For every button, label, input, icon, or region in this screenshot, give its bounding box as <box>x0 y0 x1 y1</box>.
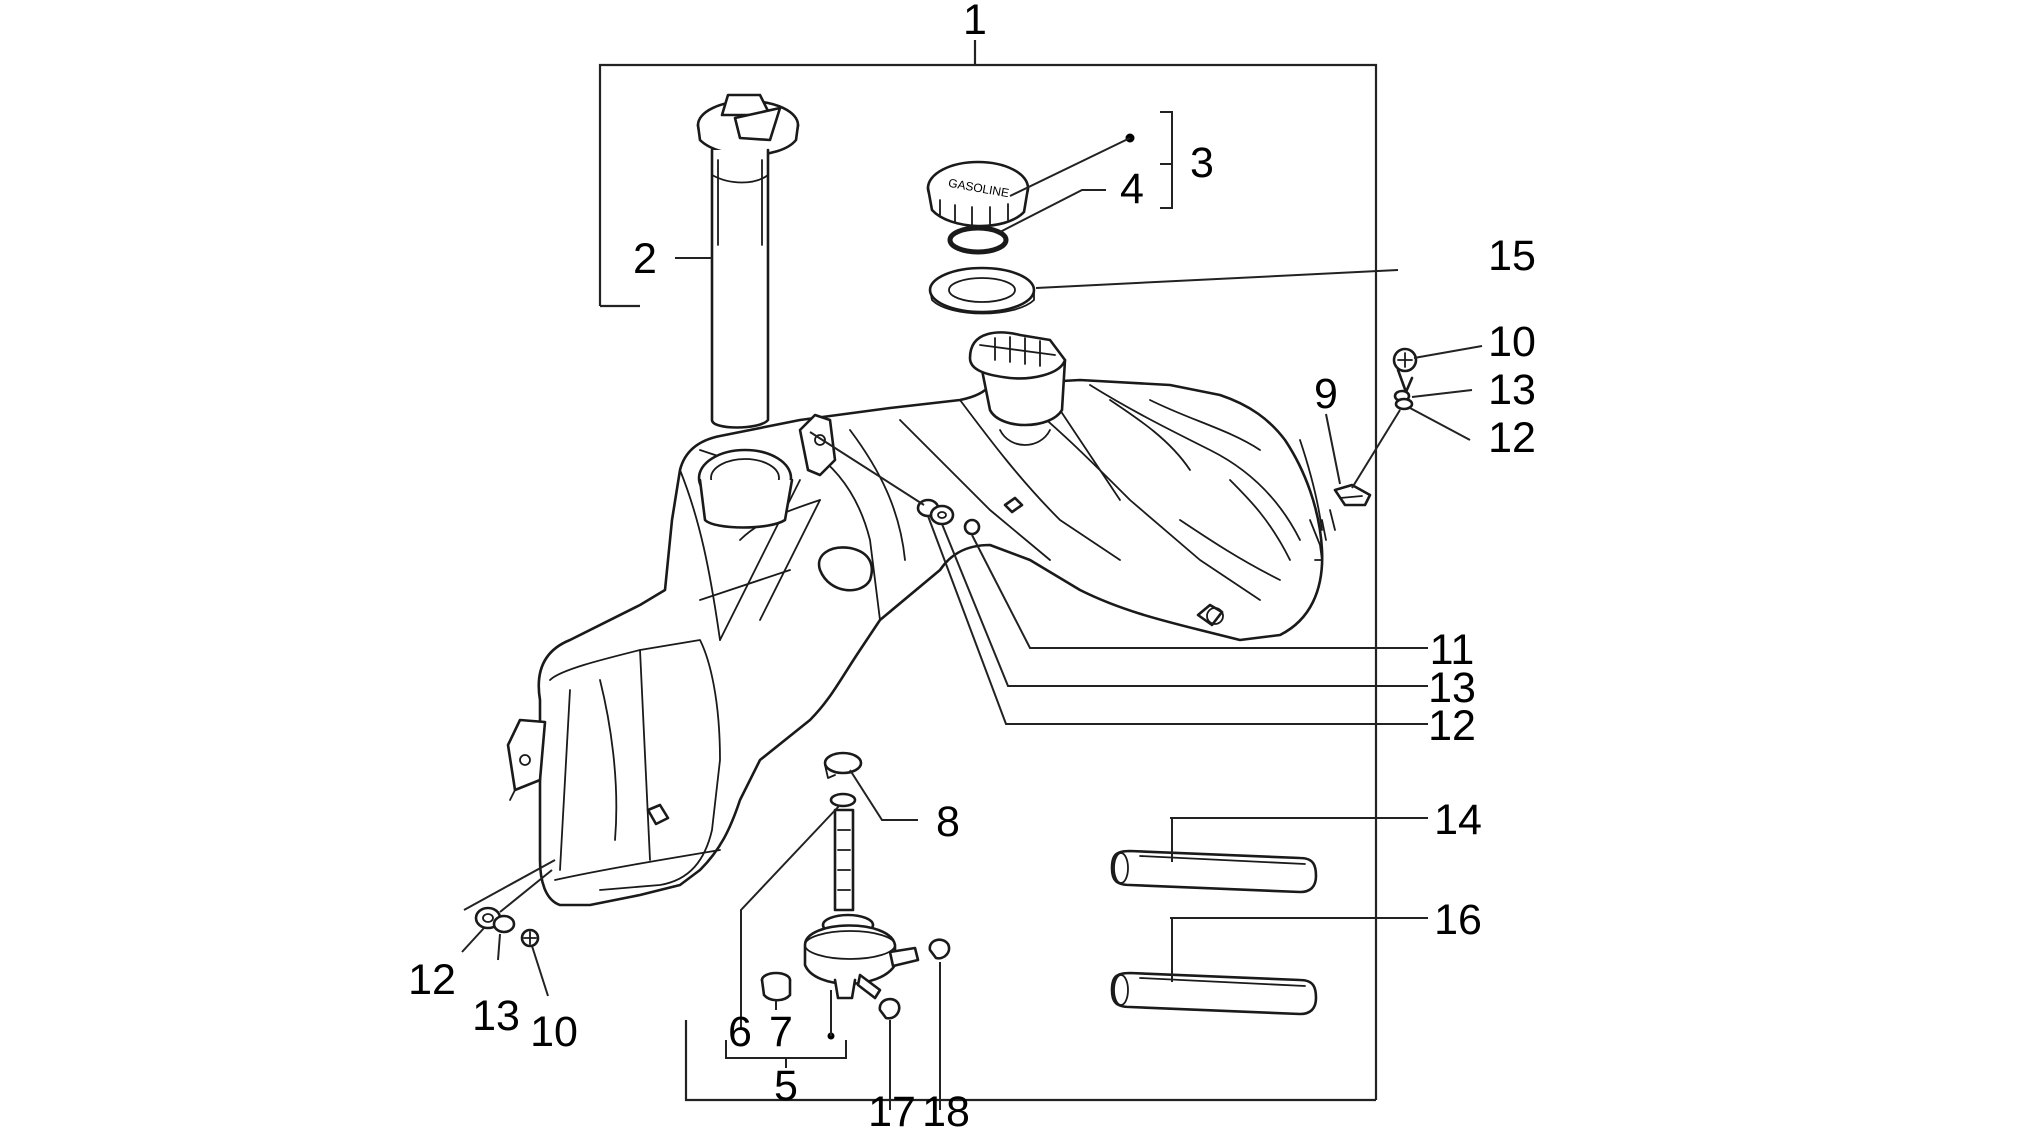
callout-14: 14 <box>1434 796 1482 844</box>
filler-gasket <box>928 266 1036 315</box>
callouts: 1 2 3 4 15 10 13 12 9 11 13 12 14 16 8 6… <box>408 0 1536 1134</box>
callout-13-mid: 13 <box>1428 664 1476 712</box>
callout-2: 2 <box>633 235 657 283</box>
fuel-hose-14 <box>1110 849 1318 894</box>
callout-12-top: 12 <box>1488 414 1536 462</box>
callout-9: 9 <box>1314 370 1338 418</box>
filler-neck <box>968 331 1067 446</box>
callout-1: 1 <box>963 0 987 44</box>
callout-13-top: 13 <box>1488 366 1536 414</box>
callout-15: 15 <box>1488 232 1536 280</box>
leader-lines <box>461 111 1483 1110</box>
clip-top-right <box>1333 347 1418 507</box>
fuel-tap <box>760 751 951 1040</box>
callout-12-mid: 12 <box>1428 702 1476 750</box>
callout-17: 17 <box>868 1088 916 1134</box>
callout-13-bottom: 13 <box>472 992 520 1040</box>
callout-10-bottom: 10 <box>530 1008 578 1056</box>
callout-6: 6 <box>728 1008 752 1056</box>
assembly-frame-1 <box>598 40 1378 1102</box>
callout-18: 18 <box>922 1088 970 1134</box>
callout-4: 4 <box>1120 165 1144 213</box>
fuel-level-sender <box>696 93 800 429</box>
callout-5: 5 <box>774 1062 798 1110</box>
fuel-tank <box>506 378 1336 907</box>
callout-10-top: 10 <box>1488 318 1536 366</box>
washer-bolt-bottom-left <box>474 906 540 948</box>
callout-16: 16 <box>1434 896 1482 944</box>
callout-3: 3 <box>1190 139 1214 187</box>
fuel-hose-16 <box>1110 971 1318 1016</box>
callout-8: 8 <box>936 798 960 846</box>
o-ring <box>947 225 1009 255</box>
callout-7: 7 <box>769 1008 793 1056</box>
callout-11: 11 <box>1430 626 1475 674</box>
fuel-cap: GASOLINE <box>926 160 1030 228</box>
callout-12-bottom: 12 <box>408 956 456 1004</box>
